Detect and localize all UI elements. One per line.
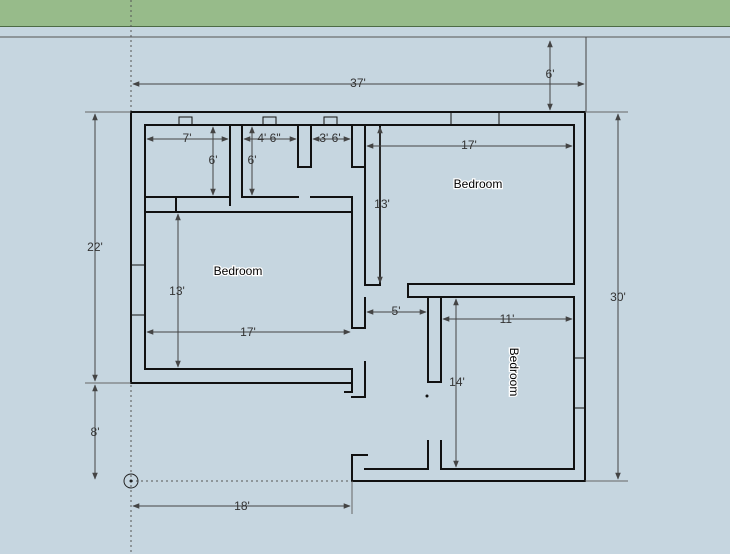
dim-hall-width: 5' xyxy=(392,304,401,318)
room-label-left: Bedroom xyxy=(214,264,263,278)
origin-marker xyxy=(123,473,139,489)
closet-wall-mid xyxy=(241,124,366,211)
window-top xyxy=(450,111,500,126)
walls xyxy=(130,111,586,482)
dim-bottom-right-width: 11' xyxy=(500,312,515,326)
dim-bottom-right-depth: 14' xyxy=(449,375,465,389)
dim-closet-mid-width: 4' 6" xyxy=(257,131,280,145)
dimension-lines xyxy=(85,37,628,514)
ground-plane xyxy=(0,0,730,27)
dim-offset-height: 8' xyxy=(91,425,100,439)
dim-left-room-width: 17' xyxy=(240,325,256,339)
point-marker xyxy=(425,394,429,398)
dim-overall-width: 37' xyxy=(350,76,366,90)
inner-wall-top xyxy=(144,124,575,470)
dim-offset-width: 18' xyxy=(234,499,250,513)
bedroom-top-wall xyxy=(351,124,381,329)
window-left xyxy=(130,264,146,316)
dim-closet-left-depth: 6' xyxy=(209,153,218,167)
vent-3 xyxy=(323,116,338,126)
dim-top-right-width: 17' xyxy=(461,138,477,152)
vent-1 xyxy=(178,116,193,126)
hall-wall xyxy=(427,296,442,383)
windows xyxy=(130,111,586,409)
dim-left-room-depth: 13' xyxy=(169,284,185,298)
dim-top-right-depth: 13' xyxy=(374,197,390,211)
window-right xyxy=(573,357,586,409)
dim-left-height: 22' xyxy=(87,240,103,254)
room-label-top-right: Bedroom xyxy=(454,177,503,191)
dim-closet-left-width: 7' xyxy=(183,131,192,145)
dim-closet-right-width: 3' 6' xyxy=(319,131,340,145)
dim-right-height: 30' xyxy=(610,290,626,304)
dim-closet-mid-depth: 6' xyxy=(248,153,257,167)
origin-point xyxy=(129,479,133,483)
inner-wall-left xyxy=(144,124,366,398)
dim-setback: 6' xyxy=(546,67,555,81)
closet-left-inner xyxy=(144,196,231,213)
vent-2 xyxy=(262,116,277,126)
room-label-bottom-right: Bedroom xyxy=(507,348,521,397)
